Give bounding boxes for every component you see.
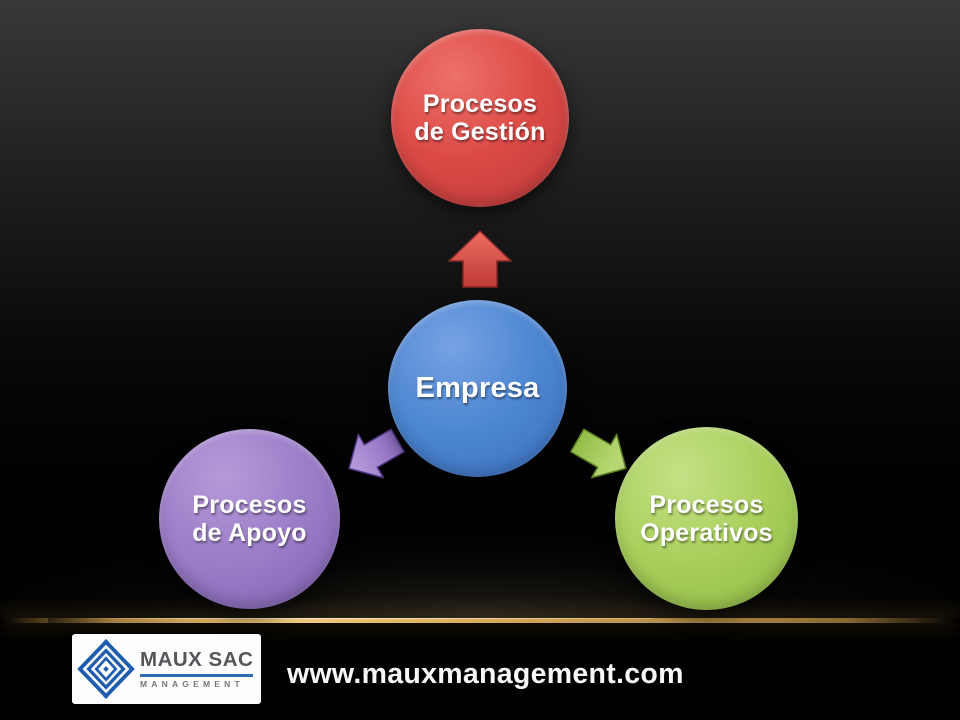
up-arrow-icon bbox=[448, 230, 512, 288]
logo-company-name: MAUX SAC bbox=[140, 648, 254, 671]
logo-text: MAUX SAC MANAGEMENT bbox=[140, 648, 254, 689]
down-left-arrow-icon bbox=[348, 428, 405, 479]
down-right-arrow-icon bbox=[570, 428, 627, 479]
node-empresa-label: Empresa bbox=[415, 372, 540, 405]
node-procesos-operativos-label: Procesos Operativos bbox=[640, 490, 773, 547]
accent-line bbox=[0, 618, 960, 623]
node-procesos-apoyo-label: Procesos de Apoyo bbox=[192, 491, 307, 547]
website-url: www.mauxmanagement.com bbox=[287, 658, 684, 690]
node-empresa: Empresa bbox=[388, 300, 567, 477]
logo-subtitle: MANAGEMENT bbox=[140, 678, 244, 689]
node-procesos-apoyo: Procesos de Apoyo bbox=[159, 429, 340, 609]
node-procesos-operativos: Procesos Operativos bbox=[615, 427, 798, 610]
node-procesos-gestion: Procesos de Gestión bbox=[391, 29, 569, 207]
node-procesos-gestion-label: Procesos de Gestión bbox=[414, 90, 546, 146]
company-logo: MAUX SAC MANAGEMENT bbox=[72, 634, 261, 704]
diamond-logo-icon bbox=[77, 639, 135, 699]
logo-divider bbox=[140, 673, 253, 677]
floor-glow bbox=[0, 505, 960, 619]
